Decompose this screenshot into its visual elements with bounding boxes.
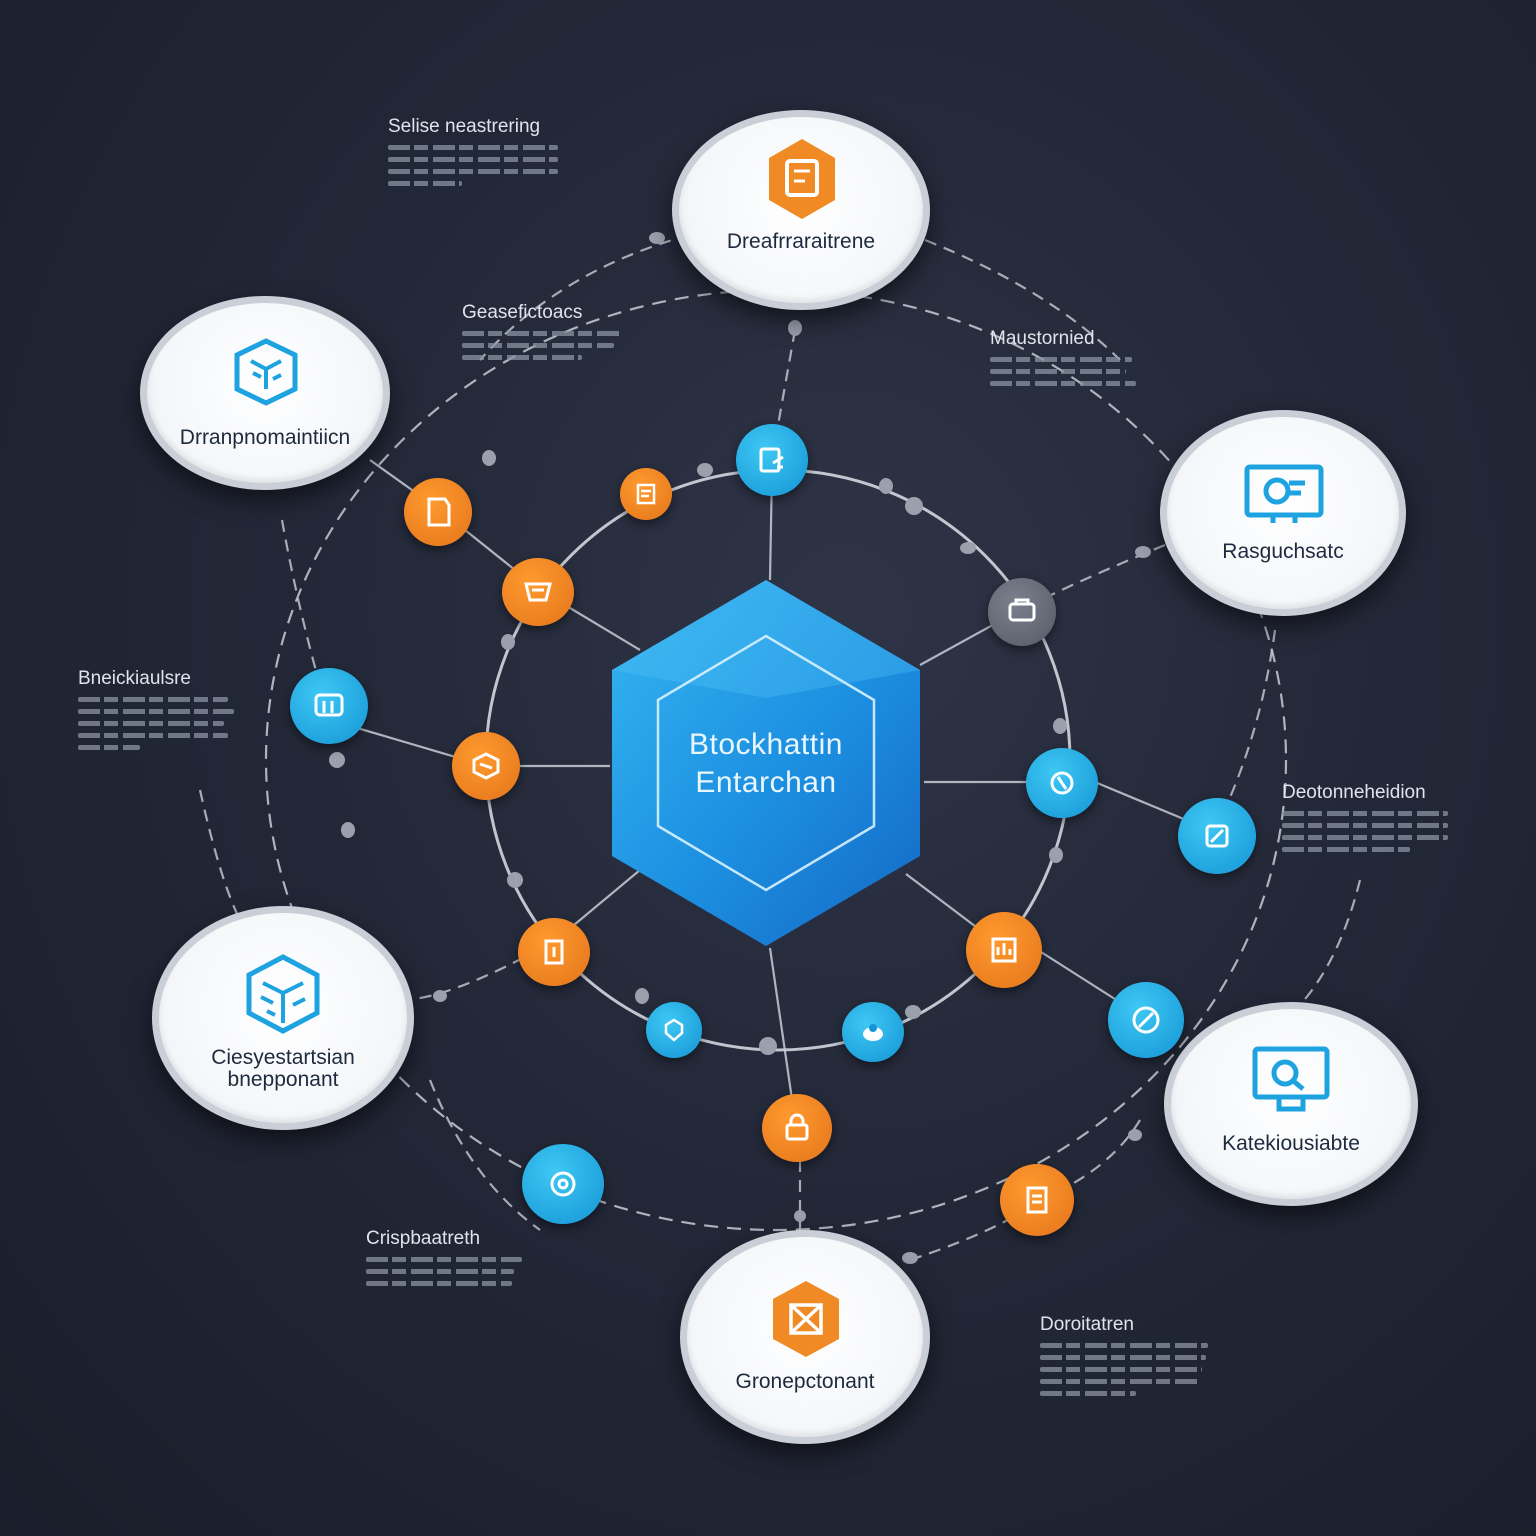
node-icon-right[interactable] xyxy=(1026,748,1098,818)
blue-cube-icon xyxy=(246,954,320,1034)
annotation-title: Geasefictoacs xyxy=(462,302,583,323)
node-icon-upper-left[interactable] xyxy=(620,468,672,520)
orange-hexagon-icon xyxy=(773,1281,839,1357)
annotation-filler-text xyxy=(462,331,628,360)
node-icon-far-right[interactable] xyxy=(1178,798,1256,874)
plate-right[interactable]: Rasguchsatc xyxy=(1160,410,1406,616)
annotation-filler-text xyxy=(78,697,238,750)
blue-monitor-icon xyxy=(1252,1046,1330,1112)
central-hexagon[interactable]: Btockhattin Entarchan xyxy=(608,578,924,948)
node-icon-right-lower[interactable] xyxy=(1108,982,1184,1058)
node-icon-lower-left[interactable] xyxy=(518,918,590,986)
annotation-bottom-left: Crispbaatreth xyxy=(366,1228,530,1293)
center-label-line2: Entarchan xyxy=(695,766,837,799)
annotation-title: Crispbaatreth xyxy=(366,1228,481,1249)
node-icon-far-upper-left[interactable] xyxy=(404,478,472,546)
plate-top[interactable]: Dreafrraraitrene xyxy=(672,110,930,310)
annotation-title: Maustornied xyxy=(990,328,1095,349)
plate-bottom-left-label-1: Ciesyestartsian xyxy=(211,1046,355,1069)
annotation-title: Deotonneheidion xyxy=(1282,782,1426,803)
annotation-filler-text xyxy=(388,145,578,186)
annotation-title: Selise neastrering xyxy=(388,116,541,137)
plate-bottom[interactable]: Gronepctonant xyxy=(680,1230,930,1444)
hexagon-shape xyxy=(612,580,920,946)
plate-bottom-left[interactable]: Ciesyestartsian bnepponant xyxy=(152,906,414,1130)
annotation-filler-text xyxy=(366,1257,530,1286)
orbit-beads xyxy=(329,232,1151,1264)
annotation-right: Deotonneheidion xyxy=(1282,782,1452,859)
plate-bottom-left-label-2: bnepponant xyxy=(227,1068,339,1091)
node-icon-far-left[interactable] xyxy=(290,668,368,744)
node-icon-right-upper[interactable] xyxy=(988,578,1056,646)
plate-top-left[interactable]: Drranpnomaintiicn xyxy=(140,296,390,490)
annotation-filler-text xyxy=(990,357,1140,386)
plate-right-label: Rasguchsatc xyxy=(1222,540,1344,563)
annotation-left: Bneickiaulsre xyxy=(78,668,238,757)
orange-hexagon-icon xyxy=(769,139,835,219)
node-icon-far-bottom-left[interactable] xyxy=(522,1144,604,1224)
plate-top-label: Dreafrraraitrene xyxy=(726,230,876,253)
annotation-upper-right: Maustornied xyxy=(990,328,1140,393)
plate-bottom-right[interactable]: Katekiousiabte xyxy=(1164,1002,1418,1206)
annotation-filler-text xyxy=(1282,811,1452,852)
annotation-top-left: Selise neastrering xyxy=(388,116,578,193)
blue-monitor-icon xyxy=(1244,464,1324,523)
node-icon-bottom-right[interactable] xyxy=(842,1002,904,1062)
node-icon-bottom-left[interactable] xyxy=(646,1002,702,1058)
annotation-filler-text xyxy=(1040,1343,1212,1396)
plate-bottom-label: Gronepctonant xyxy=(735,1370,875,1393)
center-label-line1: Btockhattin xyxy=(689,728,843,761)
blue-cube-icon xyxy=(234,338,298,406)
annotation-title: Doroitatren xyxy=(1040,1314,1134,1335)
annotation-title: Bneickiaulsre xyxy=(78,668,191,689)
node-icon-left[interactable] xyxy=(452,732,520,800)
annotation-bottom-right: Doroitatren xyxy=(1040,1314,1212,1403)
plate-bottom-right-label: Katekiousiabte xyxy=(1222,1132,1360,1155)
node-icon-left-upper[interactable] xyxy=(502,558,574,626)
node-icon-far-bottom-right[interactable] xyxy=(1000,1164,1074,1236)
node-icon-top[interactable] xyxy=(736,424,808,496)
node-icon-bottom-center[interactable] xyxy=(762,1094,832,1162)
annotation-upper-mid: Geasefictoacs xyxy=(462,302,628,367)
node-icon-lower-right[interactable] xyxy=(966,912,1042,988)
plate-top-left-label: Drranpnomaintiicn xyxy=(179,426,351,449)
